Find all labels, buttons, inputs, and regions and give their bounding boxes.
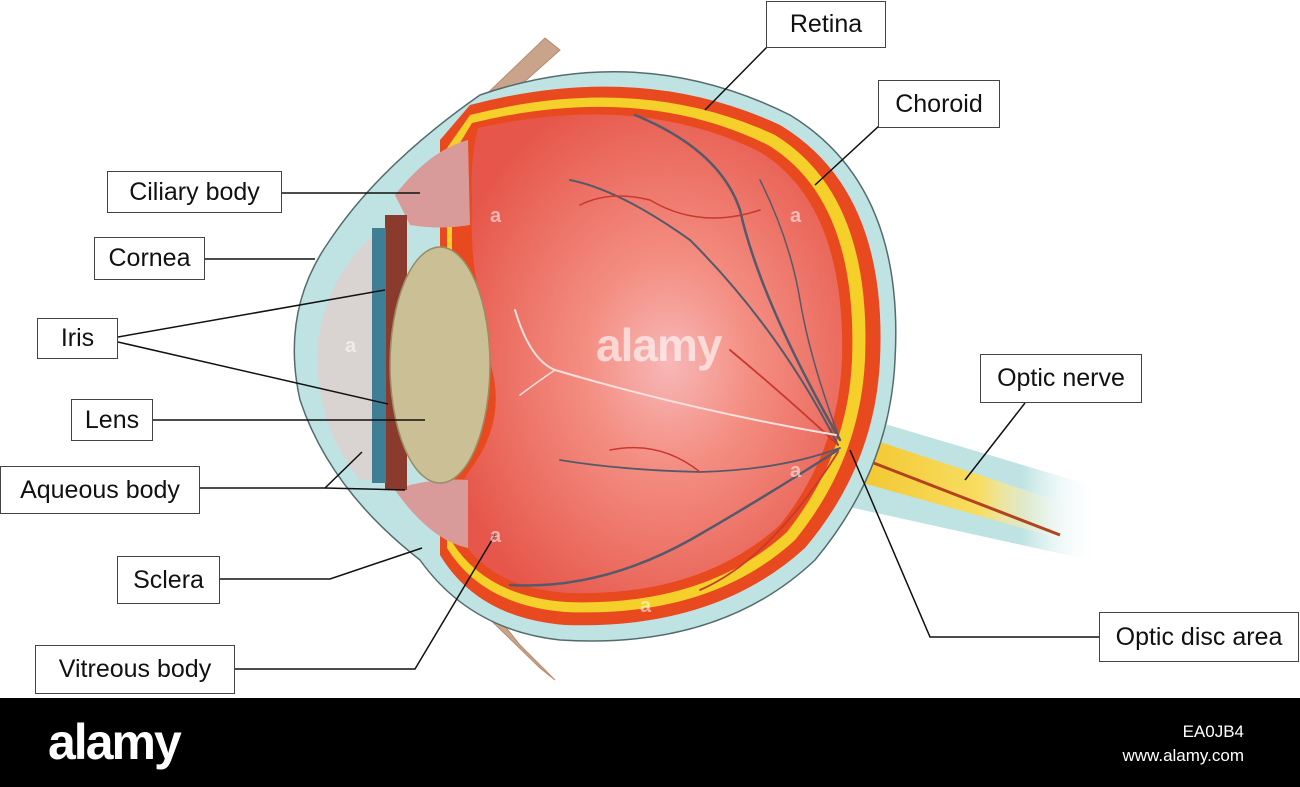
retinal-vessels <box>508 113 842 591</box>
label-ciliary-body: Ciliary body <box>107 171 282 213</box>
label-retina: Retina <box>766 1 886 48</box>
footer-image-id: EA0JB4 <box>1182 722 1244 741</box>
ciliary-body-upper <box>395 140 470 228</box>
label-lens: Lens <box>71 399 153 441</box>
watermark-mark: a <box>640 595 652 617</box>
watermark-center: alamy <box>596 319 722 371</box>
label-optic-disc-area: Optic disc area <box>1099 612 1299 662</box>
footer-logo: alamy <box>48 714 182 770</box>
watermark-mark: a <box>345 335 357 357</box>
watermark-mark: a <box>490 205 502 227</box>
optic-nerve-core <box>845 432 1070 540</box>
label-sclera: Sclera <box>117 556 220 604</box>
label-vitreous-body: Vitreous body <box>35 645 235 694</box>
watermark-mark: a <box>790 460 802 482</box>
eye-anatomy-diagram: alamy a a a a a a Retina Choroid Ciliary… <box>0 1 1299 694</box>
label-aqueous-body: Aqueous body <box>0 466 200 514</box>
footer-url: www.alamy.com <box>1122 746 1244 765</box>
optic-nerve-vessel <box>839 448 1061 537</box>
leader-lines <box>117 46 1100 670</box>
label-choroid: Choroid <box>878 80 1000 128</box>
label-iris: Iris <box>37 318 118 359</box>
footer-bar <box>0 698 1300 787</box>
watermark-mark: a <box>790 205 802 227</box>
watermark-mark: a <box>490 525 502 547</box>
eye-illustration <box>117 37 1100 681</box>
label-optic-nerve: Optic nerve <box>980 354 1142 403</box>
ciliary-body-lower <box>395 479 468 548</box>
lens-shape <box>389 246 491 484</box>
label-cornea: Cornea <box>94 237 205 280</box>
iris-shape <box>372 228 386 483</box>
